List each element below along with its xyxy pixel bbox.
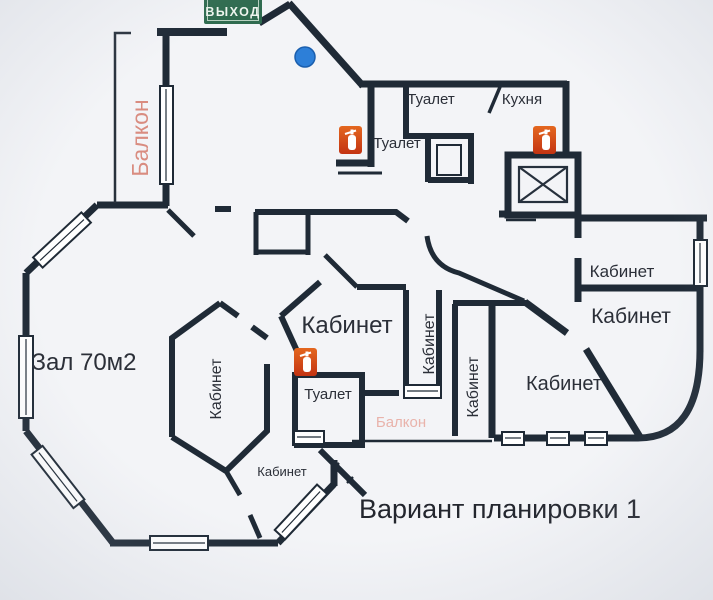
label-balcony-center: Балкон [376, 414, 426, 431]
label-toilet-top: Туалет [407, 91, 455, 108]
exit-sign: ВЫХОД [204, 0, 262, 24]
window [293, 430, 325, 445]
window [31, 210, 93, 270]
fire-extinguisher-icon [533, 126, 556, 154]
wall [279, 279, 322, 319]
window [693, 239, 708, 287]
curved-wall [637, 349, 704, 442]
page-title: Вариант планировки 1 [359, 494, 641, 524]
wall [166, 208, 196, 238]
label-office-small: Кабинет [257, 464, 306, 479]
exit-sign-label: ВЫХОД [205, 5, 260, 19]
wall [286, 0, 366, 89]
fire-extinguisher-icon [294, 348, 317, 376]
elevator-icon [517, 165, 569, 204]
label-office-bottom-right: Кабинет [526, 373, 602, 395]
label-kitchen: Кухня [502, 91, 542, 108]
wall [323, 253, 359, 289]
wc-fixture [436, 144, 462, 176]
wall [278, 314, 300, 353]
fire-extinguisher-icon [339, 126, 362, 154]
window [159, 85, 174, 185]
window [584, 431, 608, 446]
window [546, 431, 570, 446]
window [403, 384, 442, 399]
window [149, 535, 209, 551]
wall [247, 514, 263, 539]
label-office-center: Кабинет [301, 312, 392, 339]
wall [522, 299, 570, 336]
label-office-strip-2: Кабинет [465, 356, 482, 418]
label-office-right-1: Кабинет [590, 262, 655, 281]
label-toilet-entry: Туалет [373, 135, 421, 152]
label-hall: Зал 70м2 [31, 349, 136, 376]
wall [250, 324, 269, 341]
wall [223, 364, 270, 474]
label-balcony-left: Балкон [127, 99, 153, 176]
wall [218, 300, 240, 319]
label-office-hex: Кабинет [208, 358, 225, 420]
wall [170, 434, 228, 474]
window [501, 431, 525, 446]
wall [257, 1, 292, 26]
wall [253, 212, 311, 255]
label-office-right-2: Кабинет [591, 305, 671, 328]
wall [223, 469, 243, 497]
kitchen-door [487, 86, 502, 114]
window [30, 444, 86, 510]
wall [255, 209, 410, 224]
window [273, 483, 329, 541]
label-office-strip-1: Кабинет [421, 313, 438, 375]
blue-marker-icon [294, 46, 316, 68]
label-toilet-center: Туалет [304, 386, 352, 403]
